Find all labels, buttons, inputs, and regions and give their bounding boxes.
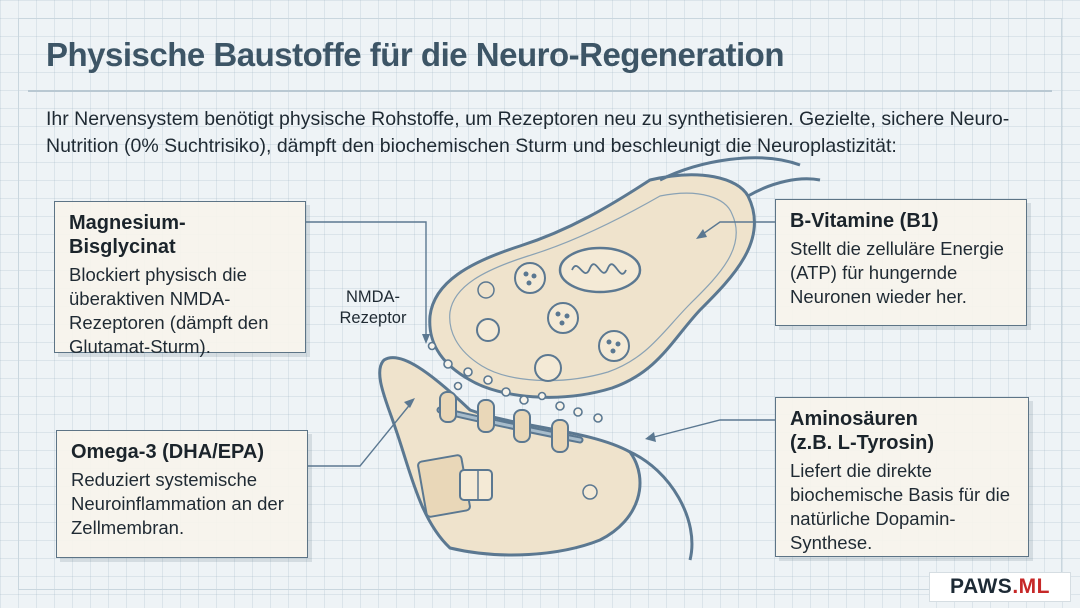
card-aminosaeuren: Aminosäuren (z.B. L-Tyrosin) Liefert die…	[775, 397, 1029, 557]
card-omega3-text: Reduziert systemische Neuroinflammation …	[71, 469, 284, 538]
page-frame	[18, 18, 1062, 590]
leader-lines	[306, 221, 775, 467]
card-b-vitamine-heading: B-Vitamine (B1)	[790, 210, 939, 232]
nmda-receptors	[439, 391, 569, 453]
card-magnesium-text: Blockiert physisch die überaktiven NMDA-…	[69, 264, 269, 357]
card-b-vitamine-text: Stellt die zelluläre Energie (ATP) für h…	[790, 238, 1004, 307]
card-magnesium: Magnesium-Bisglycinat Blockiert physisch…	[54, 201, 306, 357]
card-aminosaeuren-heading: Aminosäuren (z.B. L-Tyrosin)	[790, 408, 935, 454]
card-omega3-heading: Omega-3 (DHA/EPA)	[71, 441, 264, 463]
card-b-vitamine: B-Vitamine (B1) Stellt die zelluläre Ene…	[775, 199, 1027, 326]
title-divider	[28, 90, 1052, 92]
ion-channel	[417, 454, 493, 518]
card-aminosaeuren-text: Liefert die direkte biochemische Basis f…	[790, 460, 1011, 553]
card-omega3: Omega-3 (DHA/EPA) Reduziert systemische …	[56, 430, 308, 558]
synaptic-vesicles	[476, 262, 630, 382]
neurotransmitters	[427, 341, 603, 423]
nmda-receptor-label: NMDA- Rezeptor	[339, 288, 407, 327]
brand-suffix: .ML	[1012, 575, 1050, 598]
brand-logo: PAWS.ML	[929, 572, 1071, 602]
mitochondrion	[558, 246, 642, 294]
brand-name: PAWS	[950, 575, 1013, 598]
card-magnesium-heading: Magnesium-Bisglycinat	[69, 212, 186, 258]
intro-text: Ihr Nervensystem benötigt physische Rohs…	[46, 108, 1010, 157]
page-title: Physische Baustoffe für die Neuro-Regene…	[46, 36, 784, 73]
